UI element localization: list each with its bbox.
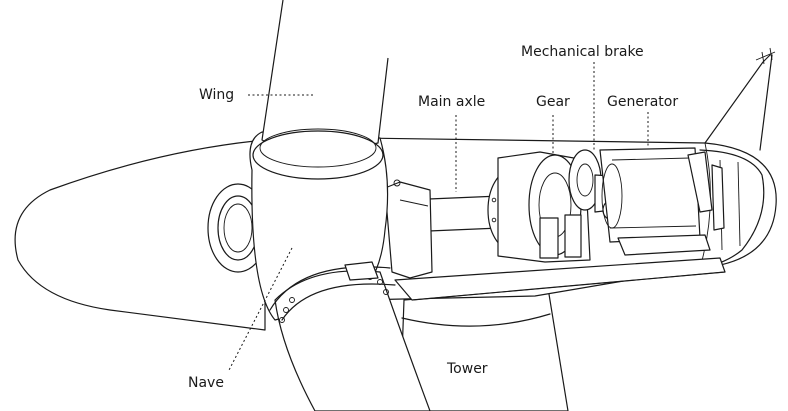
label-mechanical-brake: Mechanical brake	[521, 44, 644, 60]
rear-brackets	[687, 151, 725, 231]
label-generator: Generator	[607, 94, 679, 110]
label-nave: Nave	[188, 375, 224, 391]
front-bearing-support	[384, 179, 433, 279]
nave-leader	[227, 247, 293, 373]
wing-blade-upper	[252, 0, 389, 180]
generator	[599, 147, 711, 256]
label-main-axle: Main axle	[418, 94, 486, 110]
leader-lines	[227, 62, 649, 373]
anemometer-mast	[704, 47, 776, 151]
nose-cone	[14, 139, 269, 331]
wing-blade-lower	[269, 261, 431, 411]
label-wing: Wing	[199, 87, 235, 103]
nacelle-platform	[394, 257, 726, 301]
label-gear: Gear	[536, 94, 570, 110]
tower-body	[399, 287, 569, 411]
label-tower: Tower	[447, 361, 488, 377]
